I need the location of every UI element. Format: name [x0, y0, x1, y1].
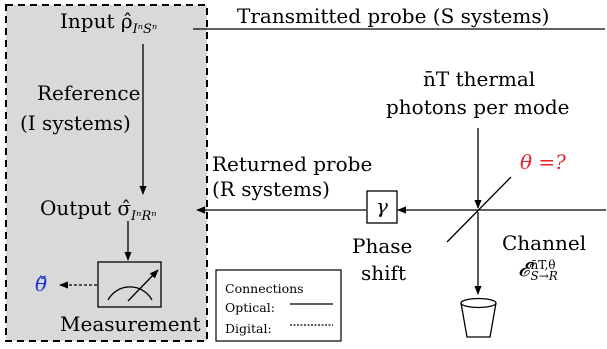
channel-label: Channel — [502, 231, 587, 255]
legend-title: Connections — [225, 281, 304, 296]
legend-box — [215, 269, 342, 342]
meter-dial — [107, 286, 153, 301]
reference-label-line2: (I systems) — [20, 111, 131, 135]
legend-optical-label: Optical: — [225, 300, 275, 315]
beamsplitter — [446, 176, 512, 243]
measurement-label: Measurement — [60, 312, 201, 336]
transmitted-probe-label: Transmitted probe (S systems) — [237, 4, 550, 28]
returned-probe-label-line2: (R systems) — [212, 177, 330, 201]
output-label: Output σ̂IⁿRⁿ — [40, 196, 157, 224]
phase-shift-box — [366, 190, 398, 224]
theta-query-label: θ =? — [520, 150, 566, 174]
phase-shift-symbol: γ — [376, 194, 388, 218]
phase-shift-label-line1: Phase — [352, 234, 413, 258]
thermal-label-line1: n̄T thermal — [423, 67, 536, 91]
legend-digital-label: Digital: — [225, 321, 272, 336]
reference-label-line1: Reference — [37, 81, 141, 105]
returned-probe-label-line1: Returned probe — [212, 152, 373, 176]
phase-shift-label-line2: shift — [361, 261, 406, 285]
input-label: Input ρ̂IⁿSⁿ — [60, 9, 158, 37]
thermal-label-line2: photons per mode — [386, 95, 570, 119]
bucket-rim — [460, 297, 497, 309]
bucket-icon — [460, 302, 497, 338]
estimate-symbol: θ̌ — [35, 272, 48, 296]
meter-needle — [127, 269, 159, 302]
